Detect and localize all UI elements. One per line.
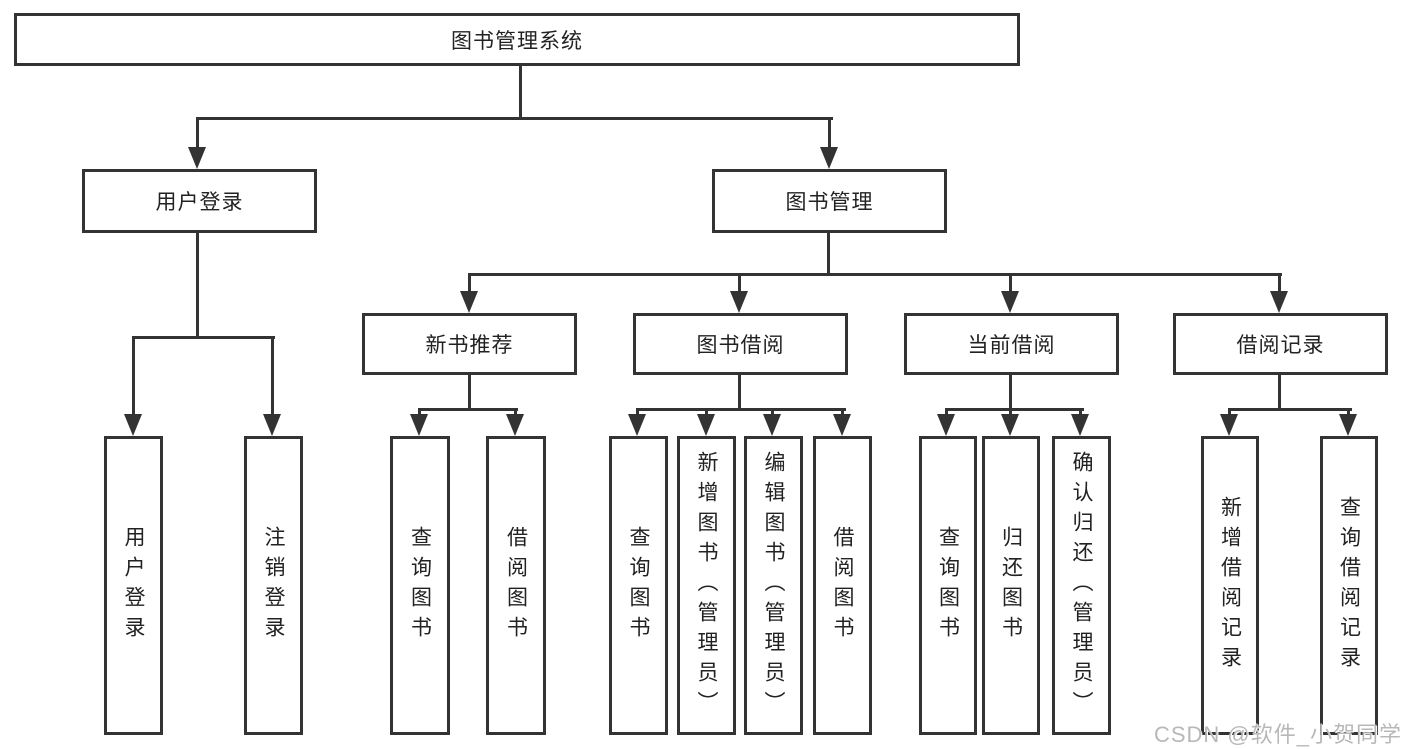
- node-label: 确认归还（管理员）: [1070, 450, 1093, 721]
- connector-line: [841, 408, 844, 414]
- connector-line: [1347, 408, 1350, 414]
- node-label: 用户登录: [122, 525, 145, 646]
- connector-line: [828, 117, 831, 147]
- connector-line: [468, 375, 471, 408]
- node-borrowing-records: 借阅记录: [1173, 313, 1388, 375]
- node-user-login: 用户登录: [82, 169, 317, 233]
- connector-line: [132, 336, 135, 414]
- node-label: 图书管理: [785, 191, 874, 214]
- connector-line: [1229, 408, 1352, 411]
- leaf-logout: 注销登录: [244, 436, 303, 735]
- arrowhead-down-icon: [763, 414, 781, 436]
- leaf-add-books-admin: 新增图书（管理员）: [677, 436, 736, 735]
- leaf-add-borrow-record: 新增借阅记录: [1201, 436, 1259, 735]
- connector-line: [1278, 375, 1281, 408]
- arrowhead-down-icon: [124, 414, 142, 436]
- arrowhead-down-icon: [188, 147, 206, 169]
- node-new-book-recommendation: 新书推荐: [362, 313, 577, 375]
- arrowhead-down-icon: [697, 414, 715, 436]
- arrowhead-down-icon: [1339, 414, 1357, 436]
- connector-line: [738, 375, 741, 408]
- node-label: 归还图书: [999, 525, 1023, 646]
- connector-line: [1009, 375, 1012, 408]
- arrowhead-down-icon: [937, 414, 955, 436]
- node-label: 查询图书: [627, 525, 650, 646]
- node-label: 查询图书: [408, 525, 432, 646]
- leaf-query-books-borrowing: 查询图书: [609, 436, 668, 735]
- leaf-return-books: 归还图书: [982, 436, 1040, 735]
- leaf-query-borrow-record: 查询借阅记录: [1320, 436, 1378, 735]
- connector-line: [827, 233, 830, 273]
- arrowhead-down-icon: [820, 147, 838, 169]
- leaf-query-books-recommend: 查询图书: [390, 436, 450, 735]
- connector-line: [637, 408, 846, 411]
- arrowhead-down-icon: [628, 414, 646, 436]
- node-label: 图书管理系统: [451, 29, 583, 53]
- node-label: 借阅图书: [831, 525, 854, 646]
- connector-line: [519, 66, 522, 117]
- connector-line: [196, 233, 199, 336]
- connector-line: [771, 408, 774, 414]
- leaf-query-books-current: 查询图书: [919, 436, 977, 735]
- arrowhead-down-icon: [1001, 414, 1019, 436]
- node-label: 查询图书: [936, 525, 960, 646]
- csdn-watermark: CSDN @软件_小贺同学: [1153, 722, 1402, 747]
- node-label: 注销登录: [262, 525, 285, 646]
- connector-line: [1009, 273, 1012, 291]
- node-label: 借阅记录: [1236, 334, 1325, 357]
- leaf-user-login: 用户登录: [104, 436, 163, 735]
- connector-line: [1079, 408, 1082, 414]
- connector-line: [418, 408, 421, 414]
- node-book-borrowing: 图书借阅: [633, 313, 848, 375]
- node-label: 借阅图书: [504, 525, 528, 646]
- node-label: 当前借阅: [967, 334, 1056, 357]
- connector-line: [271, 336, 274, 414]
- leaf-borrow-books-recommend: 借阅图书: [486, 436, 546, 735]
- connector-line: [1278, 273, 1281, 291]
- node-label: 用户登录: [155, 191, 244, 214]
- connector-line: [636, 408, 639, 414]
- arrowhead-down-icon: [410, 414, 428, 436]
- connector-line: [705, 408, 708, 414]
- arrowhead-down-icon: [833, 414, 851, 436]
- connector-line: [946, 408, 1084, 411]
- arrowhead-down-icon: [263, 414, 281, 436]
- leaf-edit-books-admin: 编辑图书（管理员）: [744, 436, 803, 735]
- node-label: 新增借阅记录: [1218, 495, 1242, 676]
- node-current-borrowing: 当前借阅: [904, 313, 1119, 375]
- connector-line: [469, 273, 1282, 276]
- connector-line: [1009, 408, 1012, 414]
- connector-line: [1228, 408, 1231, 414]
- node-label: 新增图书（管理员）: [695, 450, 718, 721]
- node-book-management: 图书管理: [712, 169, 947, 233]
- connector-line: [419, 408, 518, 411]
- node-library-system: 图书管理系统: [14, 13, 1020, 66]
- connector-line: [196, 117, 199, 147]
- node-label: 编辑图书（管理员）: [762, 450, 785, 721]
- connector-line: [514, 408, 517, 414]
- connector-line: [197, 117, 833, 120]
- arrowhead-down-icon: [1071, 414, 1089, 436]
- connector-line: [133, 336, 275, 339]
- connector-line: [738, 273, 741, 291]
- node-label: 查询借阅记录: [1337, 495, 1361, 676]
- arrowhead-down-icon: [1220, 414, 1238, 436]
- arrowhead-down-icon: [1270, 291, 1288, 313]
- arrowhead-down-icon: [460, 291, 478, 313]
- arrowhead-down-icon: [730, 291, 748, 313]
- connector-line: [945, 408, 948, 414]
- node-label: 图书借阅: [696, 334, 785, 357]
- leaf-borrow-books: 借阅图书: [813, 436, 872, 735]
- connector-line: [468, 273, 471, 291]
- arrowhead-down-icon: [1001, 291, 1019, 313]
- leaf-confirm-return-admin: 确认归还（管理员）: [1052, 436, 1111, 735]
- arrowhead-down-icon: [506, 414, 524, 436]
- node-label: 新书推荐: [425, 334, 514, 357]
